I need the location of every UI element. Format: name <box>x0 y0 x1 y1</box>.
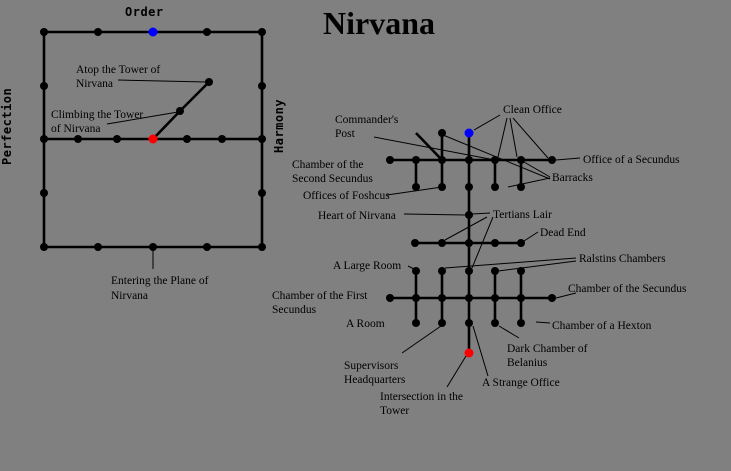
room-node <box>40 189 48 197</box>
edge-label-perfection: Perfection <box>0 88 14 165</box>
label-intersection-in-tower: Intersection in the Tower <box>380 391 466 417</box>
room-node <box>203 28 211 36</box>
tower-leaders <box>373 114 581 388</box>
label-atop-tower: Atop the Tower of Nirvana <box>76 64 163 90</box>
room-node <box>386 156 394 164</box>
tower-rooms <box>386 128 556 358</box>
room-node <box>491 239 499 247</box>
label-chamber-second-secundus: Chamber of the Second Secundus <box>292 159 373 185</box>
room-node <box>40 82 48 90</box>
room-node-atop <box>205 78 213 86</box>
room-node <box>203 243 211 251</box>
room-node <box>412 183 420 191</box>
plane-leaders <box>106 79 208 269</box>
label-chamber-of-a-hexton: Chamber of a Hexton <box>552 320 652 332</box>
label-tertians-lair: Tertians Lair <box>493 209 552 221</box>
exit-marker <box>464 128 474 138</box>
room-node <box>491 183 499 191</box>
room-node <box>94 243 102 251</box>
room-node <box>465 267 473 275</box>
room-node <box>491 319 499 327</box>
room-node <box>465 183 473 191</box>
room-node <box>548 294 556 302</box>
room-node <box>465 239 473 247</box>
label-supervisors-hq: Supervisors Headquarters <box>344 360 406 386</box>
room-node <box>517 156 525 164</box>
room-node <box>465 156 473 164</box>
room-node <box>113 135 121 143</box>
room-node <box>548 156 556 164</box>
label-a-room: A Room <box>346 318 385 330</box>
label-office-of-a-secundus: Office of a Secundus <box>583 154 680 166</box>
room-node <box>465 211 473 219</box>
room-node-climbing <box>176 107 184 115</box>
room-node <box>218 135 226 143</box>
exit-marker <box>148 27 158 37</box>
label-clean-office: Clean Office <box>503 104 562 116</box>
room-node <box>40 28 48 36</box>
room-node <box>94 28 102 36</box>
room-node <box>517 319 525 327</box>
room-node <box>412 319 420 327</box>
label-heart-of-nirvana: Heart of Nirvana <box>318 210 396 222</box>
room-node <box>149 243 157 251</box>
label-barracks: Barracks <box>552 172 593 184</box>
room-node <box>517 239 525 247</box>
room-node <box>438 294 446 302</box>
room-node <box>465 319 473 327</box>
room-node <box>517 267 525 275</box>
room-node <box>258 135 266 143</box>
label-climbing-tower: Climbing the Tower of Nirvana <box>51 109 146 135</box>
map-title: Nirvana <box>323 5 435 41</box>
label-offices-of-foshcus: Offices of Foshcus <box>303 190 390 202</box>
label-a-large-room: A Large Room <box>333 260 401 272</box>
label-ralstins-chambers: Ralstins Chambers <box>579 253 666 265</box>
room-node <box>465 294 473 302</box>
room-node <box>258 189 266 197</box>
entry-marker <box>148 134 158 144</box>
edge-label-order: Order <box>125 5 164 19</box>
room-node <box>258 243 266 251</box>
room-node <box>258 28 266 36</box>
room-node <box>438 319 446 327</box>
room-node <box>491 294 499 302</box>
room-node <box>412 156 420 164</box>
room-node <box>412 294 420 302</box>
plane-rooms <box>40 27 266 251</box>
label-dead-end: Dead End <box>540 227 586 239</box>
label-chamber-of-the-secundus: Chamber of the Secundus <box>568 283 687 295</box>
room-node <box>183 135 191 143</box>
room-node <box>40 243 48 251</box>
label-commanders-post: Commander's Post <box>335 114 401 140</box>
room-node <box>411 239 419 247</box>
room-node <box>517 294 525 302</box>
label-entering-plane: Entering the Plane of Nirvana <box>111 275 211 302</box>
room-node <box>386 294 394 302</box>
room-node <box>438 267 446 275</box>
room-node <box>438 239 446 247</box>
label-chamber-first-secundus: Chamber of the First Secundus <box>272 290 370 316</box>
edge-label-harmony: Harmony <box>272 99 286 153</box>
room-node <box>491 267 499 275</box>
entry-marker <box>464 348 474 358</box>
room-node <box>258 82 266 90</box>
label-dark-chamber-belanius: Dark Chamber of Belanius <box>507 343 590 369</box>
room-node <box>74 135 82 143</box>
room-node <box>40 135 48 143</box>
label-a-strange-office: A Strange Office <box>482 377 560 389</box>
room-node <box>438 156 446 164</box>
